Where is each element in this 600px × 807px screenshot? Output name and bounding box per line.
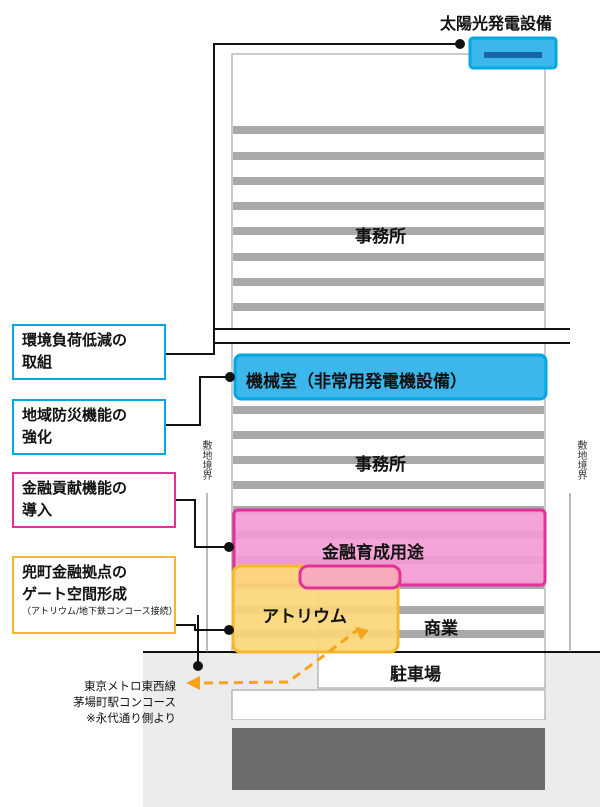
- callout-disaster-line2: 強化: [22, 428, 53, 446]
- station-note-line2: 茅場町駅コンコース: [73, 695, 176, 709]
- callout-gate-sub: （アトリウム/地下鉄コンコース接続）: [22, 607, 178, 617]
- callout-environment-line1: 環境負荷低減の: [22, 331, 128, 349]
- station-note-line3: ※永代通り側より: [86, 711, 176, 725]
- callout-finance-line1: 金融貢献機能の: [22, 479, 128, 497]
- solar-panel-bar: [484, 52, 542, 58]
- callout-disaster-line1: 地域防災機能の: [22, 406, 128, 424]
- site-boundary-left-label: 敷地境界: [200, 440, 211, 480]
- parking-label: 駐車場: [390, 665, 441, 685]
- machine-room-label: 機械室（非常用発電機設備）: [246, 372, 467, 392]
- finance-use-notch: [298, 564, 402, 590]
- callout-gate: 兜町金融拠点の ゲート空間形成 （アトリウム/地下鉄コンコース接続）: [12, 556, 178, 634]
- basement-gap: [232, 720, 545, 728]
- basement-floor: [231, 689, 546, 721]
- callout-disaster: 地域防災機能の 強化: [12, 399, 166, 455]
- office-lower-label: 事務所: [355, 455, 406, 475]
- site-boundary-right-label: 敷地境界: [575, 440, 586, 480]
- station-note: 東京メトロ東西線 茅場町駅コンコース ※永代通り側より: [73, 678, 176, 726]
- tower-upper: [231, 53, 546, 330]
- basement-foundation: [232, 728, 545, 790]
- callout-environment: 環境負荷低減の 取組: [12, 324, 166, 380]
- callout-gate-line1: 兜町金融拠点の: [22, 563, 128, 581]
- callout-gate-line2: ゲート空間形成: [22, 585, 128, 603]
- connector-dots: [193, 39, 465, 671]
- callout-connectors: [166, 43, 460, 665]
- floor-slabs-upper: [233, 126, 544, 311]
- callout-finance: 金融貢献機能の 導入: [12, 472, 176, 528]
- atrium-label: アトリウム: [262, 607, 347, 627]
- arrow-head-left: [186, 676, 200, 690]
- station-note-line1: 東京メトロ東西線: [84, 679, 176, 693]
- commerce-label: 商業: [424, 619, 458, 639]
- solar-label: 太陽光発電設備: [440, 14, 553, 33]
- finance-use-label: 金融育成用途: [322, 543, 424, 563]
- arrow-head-right: [355, 627, 369, 640]
- callout-finance-line2: 導入: [22, 501, 53, 519]
- office-upper-label: 事務所: [355, 227, 406, 247]
- callout-environment-line2: 取組: [22, 353, 53, 371]
